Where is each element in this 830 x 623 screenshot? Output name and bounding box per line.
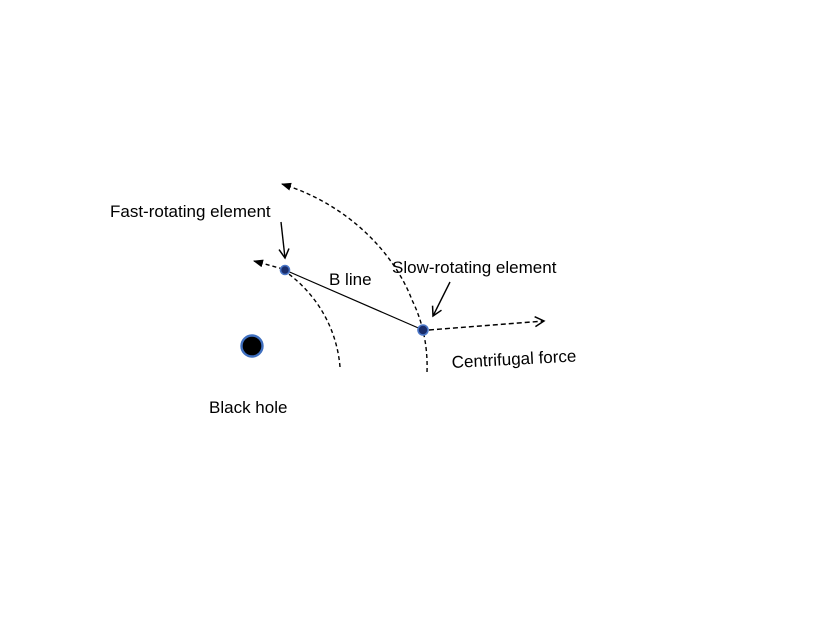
- fast-velocity-arrow: [253, 259, 284, 270]
- black-hole-circle: [240, 334, 264, 358]
- fast-rotating-element-dot: [279, 264, 291, 276]
- slow-rotating-element-dot: [417, 324, 429, 336]
- b-line-label: B line: [329, 270, 372, 289]
- slow-label-pointer: [431, 281, 451, 318]
- slow-rotating-element-label: Slow-rotating element: [392, 258, 557, 277]
- slow-orbit-dashed-arc: [281, 182, 428, 373]
- b-line: [284, 269, 424, 331]
- centrifugal-force-label: Centrifugal force: [451, 346, 577, 372]
- fast-label-pointer: [278, 221, 290, 260]
- fast-orbit-dashed-arc: [285, 271, 341, 368]
- centrifugal-force-arrow: [428, 316, 546, 331]
- black-hole-label: Black hole: [209, 398, 287, 417]
- fast-rotating-element-label: Fast-rotating element: [110, 202, 271, 221]
